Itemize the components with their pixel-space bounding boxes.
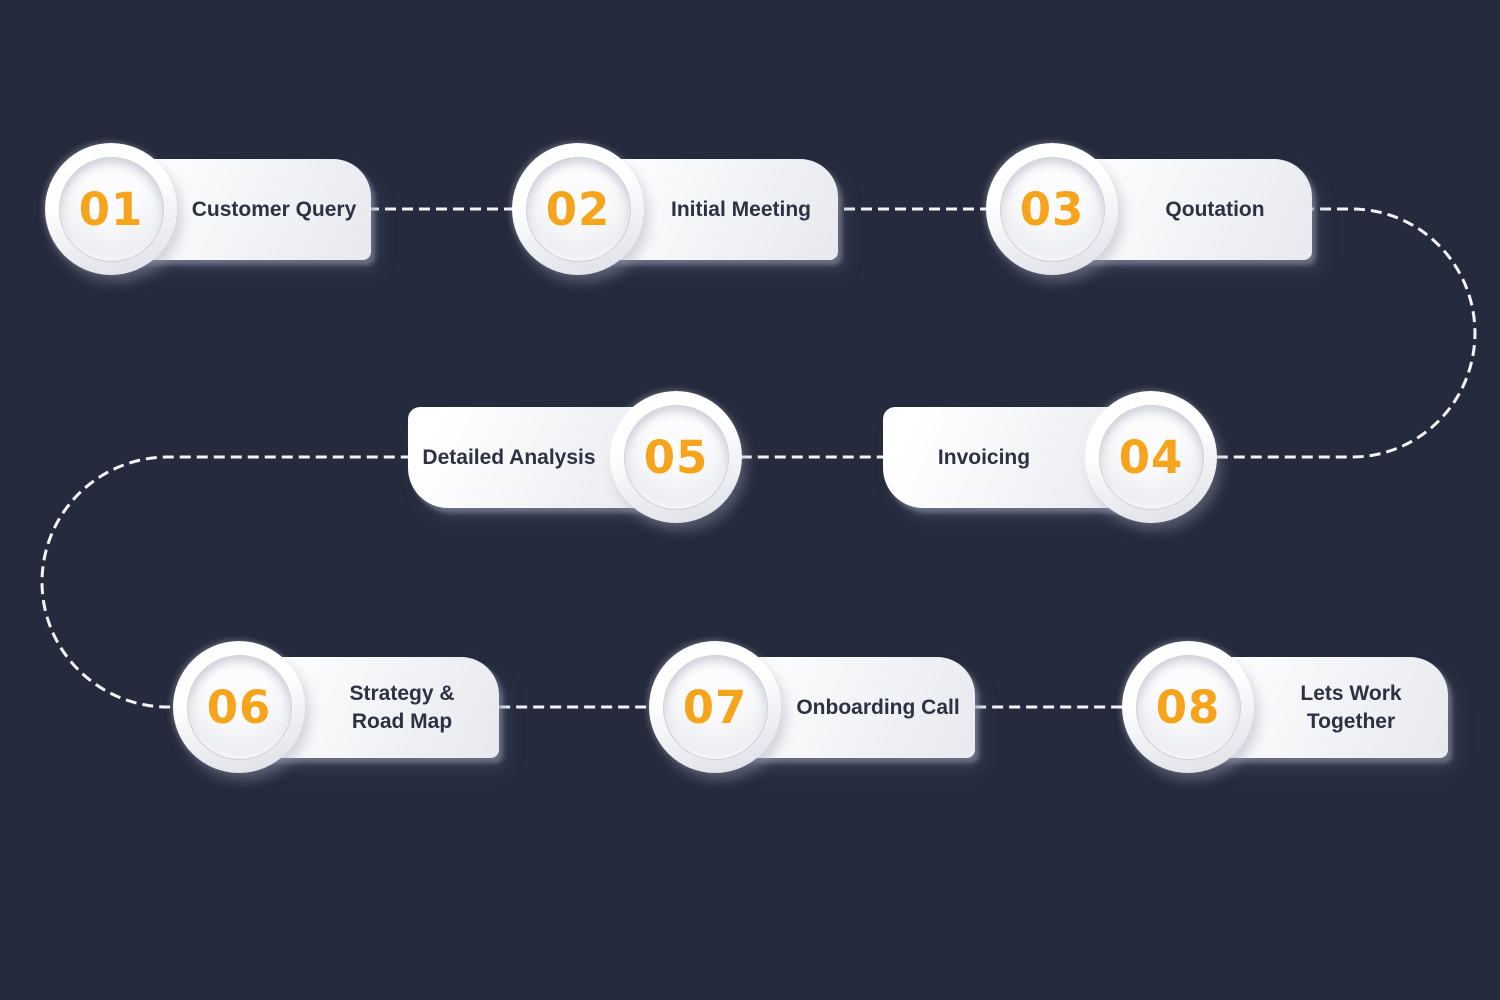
step-03: Qoutation 03 [986,143,1322,277]
step-08: Lets Work Together 08 [1122,641,1458,775]
step-02: Initial Meeting 02 [512,143,848,277]
step-01-badge-inner: 01 [58,156,164,262]
step-06-number: 06 [206,680,272,734]
step-04-badge-inner: 04 [1098,404,1204,510]
step-07-label: Onboarding Call [796,695,960,719]
step-06-number-badge: 06 [173,641,305,773]
step-05-label: Detailed Analysis [422,445,596,469]
step-04-number-badge: 04 [1085,391,1217,523]
step-04-number: 04 [1118,430,1184,484]
step-01-number: 01 [78,182,144,236]
step-03-label: Qoutation [1165,197,1265,221]
step-01-number-badge: 01 [45,143,177,275]
step-04-label: Invoicing [937,445,1031,469]
step-02-badge-inner: 02 [525,156,631,262]
step-03-badge-inner: 03 [999,156,1105,262]
step-07-number: 07 [682,680,748,734]
step-03-number: 03 [1019,182,1085,236]
step-05-number-badge: 05 [610,391,742,523]
step-02-number: 02 [545,182,611,236]
step-05-number: 05 [643,430,709,484]
step-06: Strategy & Road Map 06 [173,641,509,775]
step-06-label: Strategy & Road Map [349,682,455,733]
step-08-label: Lets Work Together [1300,682,1402,733]
step-07: Onboarding Call 07 [649,641,985,775]
step-08-number-badge: 08 [1122,641,1254,773]
step-05-badge-inner: 05 [623,404,729,510]
step-01: Customer Query 01 [45,143,381,277]
step-01-label: Customer Query [191,197,357,221]
step-08-number: 08 [1155,680,1221,734]
step-05: Detailed Analysis 05 [408,391,744,525]
step-07-number-badge: 07 [649,641,781,773]
step-08-badge-inner: 08 [1135,654,1241,760]
step-07-badge-inner: 07 [662,654,768,760]
step-02-number-badge: 02 [512,143,644,275]
step-04: Invoicing 04 [883,391,1219,525]
step-02-label: Initial Meeting [670,197,811,221]
step-03-number-badge: 03 [986,143,1118,275]
step-06-badge-inner: 06 [186,654,292,760]
